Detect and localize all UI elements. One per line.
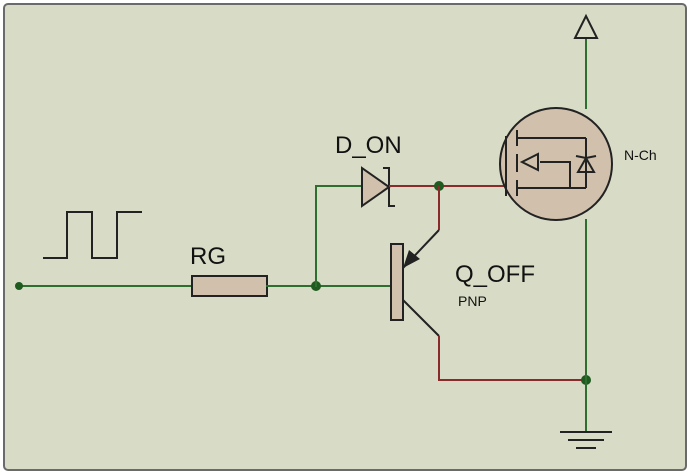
diode-label: D_ON [335,132,402,159]
transistor-type-label: PNP [458,293,487,309]
transistor-label: Q_OFF [455,261,535,288]
transistor-base-bar [390,243,404,321]
resistor-label: RG [190,243,226,270]
ground-icon [560,431,612,449]
mosfet-body-lead [540,161,571,188]
resistor-rg [191,275,268,297]
transistor-collector-lead [402,299,440,337]
mosfet-n-ch [499,107,613,221]
mosfet-body [499,107,613,221]
supply-arrow-icon [573,13,599,39]
square-wave-icon [43,211,142,259]
transistor-q-off [390,229,440,337]
mosfet-type-label: N-Ch [624,147,657,163]
diode-branch-wire [315,185,363,287]
transistor-emitter-arrow [403,250,420,268]
mosfet-arrow [519,152,539,172]
input-terminal [15,282,23,290]
collector-wire [438,336,586,381]
schematic-background [3,3,687,471]
diode-triangle [361,166,391,208]
